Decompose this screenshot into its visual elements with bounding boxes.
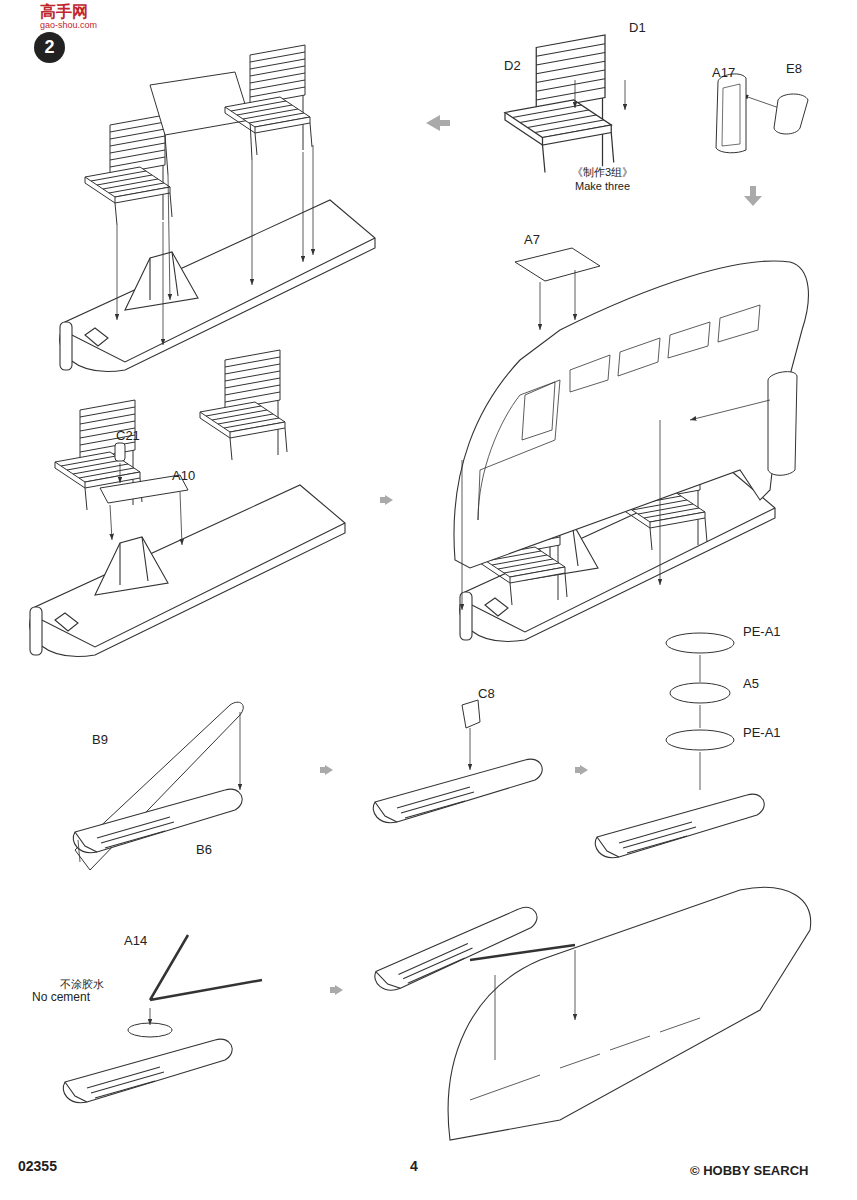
part-label: D1: [629, 20, 646, 35]
part-label: 《制作3组》: [572, 165, 633, 180]
part-label: B9: [92, 732, 108, 747]
label-text: PE-A1: [743, 624, 781, 639]
label-text: PE-A1: [743, 725, 781, 740]
part-label: Make three: [575, 180, 630, 192]
part-label: No cement: [32, 990, 90, 1004]
part-label: PE-A1: [743, 624, 781, 639]
label-text: A7: [524, 232, 540, 247]
part-label: C21: [116, 428, 140, 443]
label-text: gao-shou.com: [40, 20, 97, 30]
part-label: 不涂胶水: [60, 977, 104, 992]
part-label: PE-A1: [743, 725, 781, 740]
part-label: B6: [196, 842, 212, 857]
step-number-text: 2: [44, 37, 54, 58]
part-label: A17: [712, 65, 735, 80]
label-text: Make three: [575, 180, 630, 192]
label-text: A10: [172, 468, 195, 483]
part-label: 4: [410, 1158, 418, 1174]
part-label: A10: [172, 468, 195, 483]
label-text: No cement: [32, 990, 90, 1004]
part-label: A5: [743, 676, 759, 691]
label-text: A17: [712, 65, 735, 80]
part-label: © HOBBY SEARCH: [690, 1163, 808, 1178]
label-text: © HOBBY SEARCH: [690, 1163, 808, 1178]
label-text: B9: [92, 732, 108, 747]
label-text: D1: [629, 20, 646, 35]
part-label: D2: [504, 58, 521, 73]
label-text: C21: [116, 428, 140, 443]
label-text: 4: [410, 1158, 418, 1174]
label-text: 《制作3组》: [572, 166, 633, 178]
part-label: E8: [786, 61, 802, 76]
label-text: E8: [786, 61, 802, 76]
label-text: 高手网: [40, 3, 88, 20]
part-label: gao-shou.com: [40, 20, 97, 30]
label-text: B6: [196, 842, 212, 857]
part-label: 高手网: [40, 2, 88, 23]
label-text: 不涂胶水: [60, 978, 104, 990]
part-label: 02355: [18, 1158, 57, 1174]
label-text: D2: [504, 58, 521, 73]
label-text: 02355: [18, 1158, 57, 1174]
step-number: 2: [34, 32, 65, 63]
label-text: A5: [743, 676, 759, 691]
label-text: A14: [124, 933, 147, 948]
part-label: A7: [524, 232, 540, 247]
part-label: C8: [478, 686, 495, 701]
part-label: A14: [124, 933, 147, 948]
label-text: C8: [478, 686, 495, 701]
